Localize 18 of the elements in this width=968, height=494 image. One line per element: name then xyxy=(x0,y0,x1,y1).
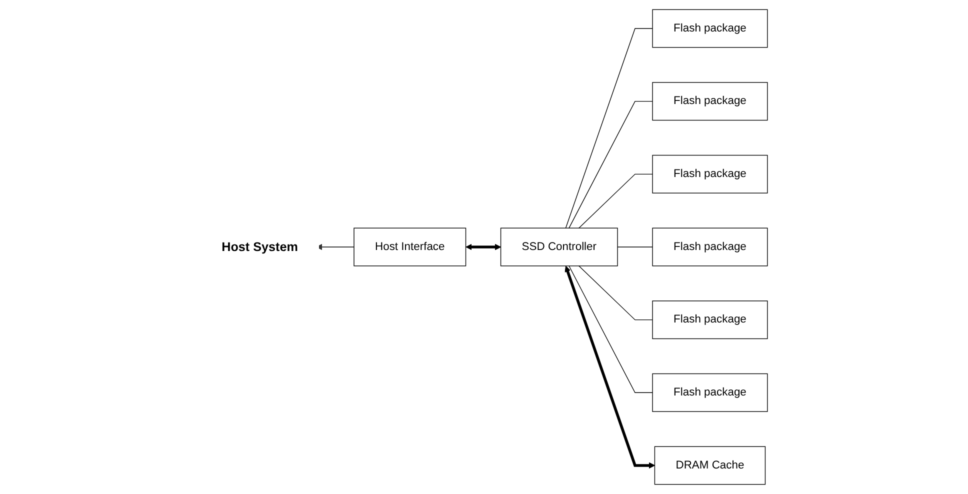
connector xyxy=(565,28,653,228)
connector xyxy=(568,266,653,393)
connector xyxy=(578,174,653,228)
arrow xyxy=(564,266,655,469)
node-box: Host Interface xyxy=(354,228,466,266)
node-box: Flash package xyxy=(652,154,768,194)
node-box: SSD Controller xyxy=(500,228,618,266)
connector xyxy=(617,246,653,248)
node-box: DRAM Cache xyxy=(654,446,766,485)
node-box: Flash package xyxy=(652,373,768,412)
node-box: Flash package xyxy=(652,82,768,121)
node-text: Host System xyxy=(222,240,298,254)
node-box: Flash package xyxy=(652,228,768,266)
node-box: Flash package xyxy=(652,9,768,48)
connector xyxy=(578,266,653,320)
node-box: Flash package xyxy=(652,300,768,340)
arrow xyxy=(466,244,502,250)
connector xyxy=(568,100,653,228)
